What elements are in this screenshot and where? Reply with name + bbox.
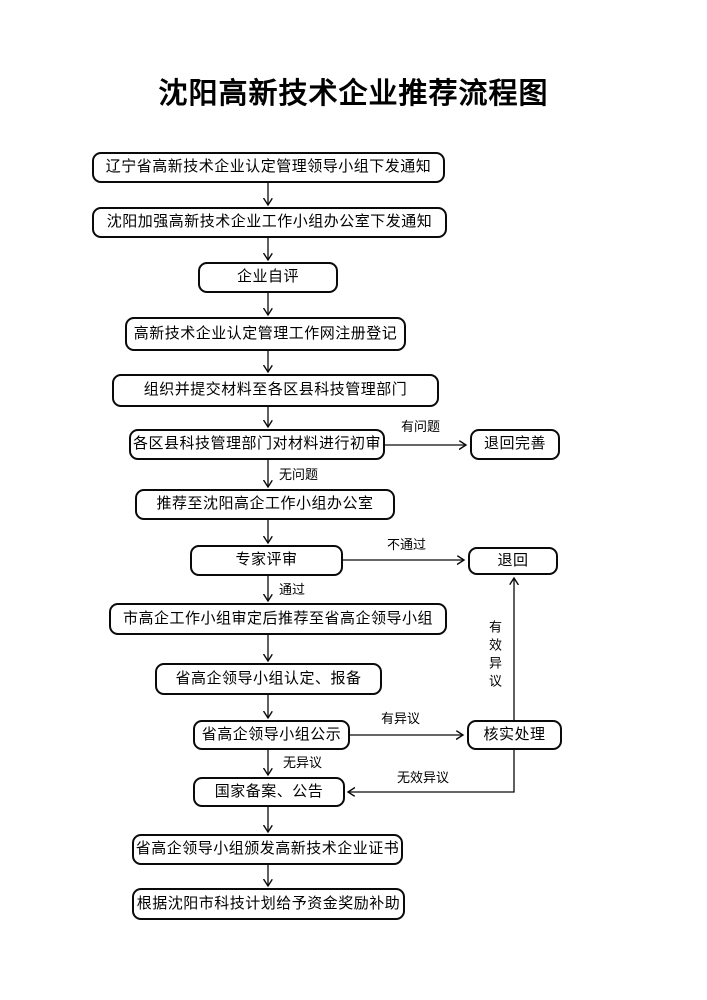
node-city-group-review: 市高企工作小组审定后推荐至省高企领导小组 — [109, 603, 447, 635]
node-submit-material: 组织并提交材料至各区县科技管理部门 — [112, 374, 439, 407]
node-notice-city: 沈阳加强高新技术企业工作小组办公室下发通知 — [92, 207, 447, 238]
node-expert-review: 专家评审 — [190, 545, 343, 576]
node-subsidy: 根据沈阳市科技计划给予资金奖励补助 — [132, 888, 405, 920]
node-issue-certificate: 省高企领导小组颁发高新技术企业证书 — [132, 834, 403, 865]
node-return-back: 退回 — [468, 547, 558, 575]
node-verify-handle: 核实处理 — [467, 720, 562, 750]
edge-label-has-objection: 有异议 — [380, 711, 422, 726]
page-title: 沈阳高新技术企业推荐流程图 — [158, 78, 549, 110]
edge-label-no-problem: 无问题 — [278, 467, 320, 482]
node-self-eval: 企业自评 — [198, 262, 338, 293]
edge-label-valid-objection: 有效异议 — [487, 620, 502, 692]
edge-label-has-problem: 有问题 — [400, 419, 442, 434]
edge-label-invalid-objection: 无效异议 — [396, 770, 451, 785]
node-province-publicity: 省高企领导小组公示 — [193, 720, 350, 750]
node-province-confirm: 省高企领导小组认定、报备 — [155, 663, 382, 695]
edge-label-fail: 不通过 — [386, 537, 428, 552]
edge-label-no-objection: 无异议 — [282, 755, 324, 770]
node-register: 高新技术企业认定管理工作网注册登记 — [125, 317, 406, 351]
edge-verify-record-invalid — [348, 750, 515, 792]
node-notice-province: 辽宁省高新技术企业认定管理领导小组下发通知 — [92, 152, 445, 183]
node-return-improve: 退回完善 — [470, 429, 560, 460]
node-first-review: 各区县科技管理部门对材料进行初审 — [129, 429, 385, 460]
edge-label-pass: 通过 — [278, 582, 307, 597]
node-recommend-office: 推荐至沈阳高企工作小组办公室 — [135, 489, 395, 520]
node-national-record: 国家备案、公告 — [193, 777, 345, 807]
